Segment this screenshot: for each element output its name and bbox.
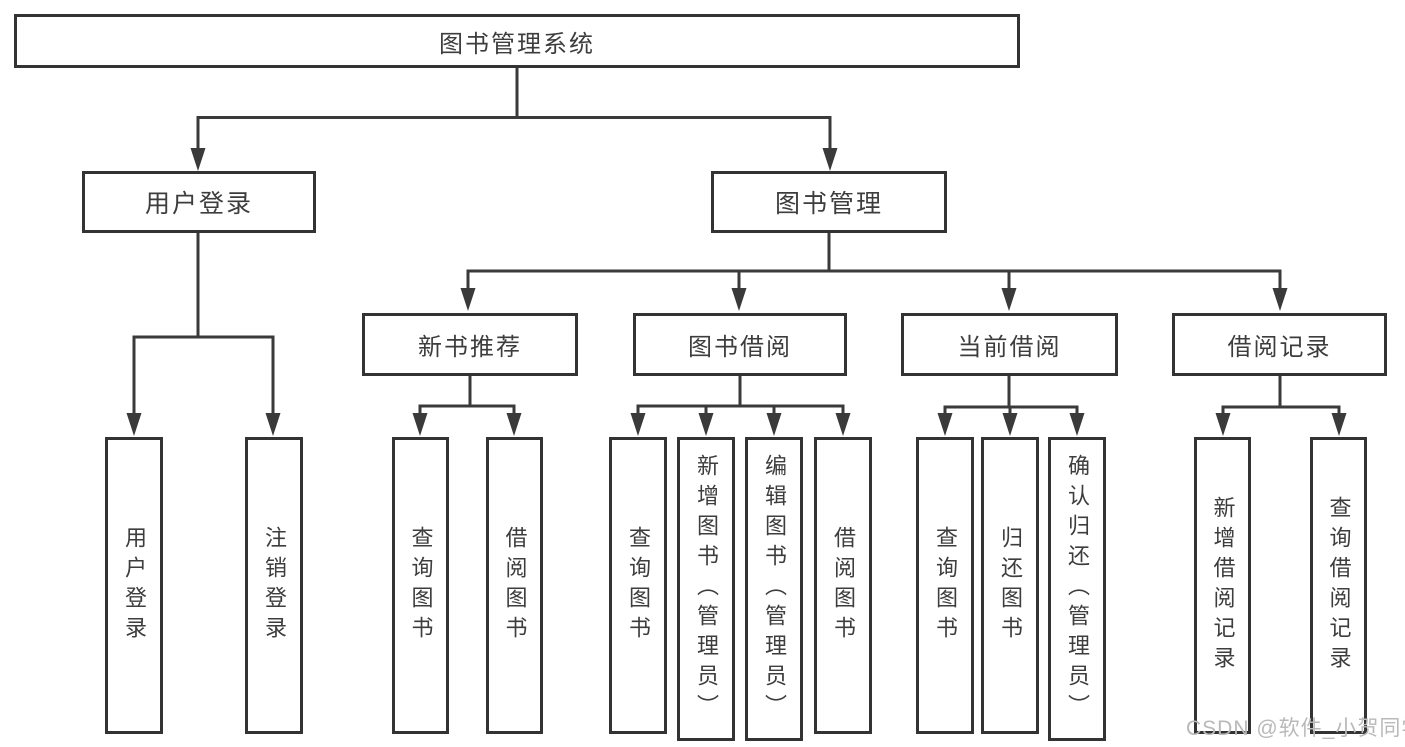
node-library-system: 图书管理系统	[14, 14, 1020, 68]
leaf-add-books-admin-label: 新增图书（管理员）	[694, 454, 719, 724]
leaf-query-borrow-record-label: 查询借阅记录	[1326, 495, 1352, 676]
leaf-borrow-books-recommend: 借阅图书	[486, 437, 543, 734]
node-book-management: 图书管理	[711, 171, 947, 233]
leaf-edit-books-admin: 编辑图书（管理员）	[745, 437, 803, 741]
node-library-system-label: 图书管理系统	[439, 30, 595, 58]
leaf-borrow-books-label: 借阅图书	[831, 525, 856, 646]
leaf-query-books-current-label: 查询图书	[933, 525, 958, 646]
leaf-query-books-borrow: 查询图书	[609, 437, 667, 734]
node-current-borrow: 当前借阅	[901, 313, 1118, 376]
leaf-user-login-label: 用户登录	[122, 525, 147, 646]
leaf-query-books-current: 查询图书	[916, 437, 974, 734]
node-book-borrow-label: 图书借阅	[688, 334, 792, 361]
leaf-add-books-admin: 新增图书（管理员）	[677, 437, 735, 741]
leaf-confirm-return-admin: 确认归还（管理员）	[1048, 437, 1106, 741]
node-new-book-recommend: 新书推荐	[362, 313, 578, 376]
node-current-borrow-label: 当前借阅	[957, 334, 1062, 361]
leaf-query-books-recommend: 查询图书	[392, 437, 449, 734]
leaf-return-books: 归还图书	[981, 437, 1039, 734]
node-new-book-recommend-label: 新书推荐	[418, 334, 522, 361]
csdn-watermark: CSDN @软件_小贺同学	[1186, 717, 1405, 740]
leaf-add-borrow-record-label: 新增借阅记录	[1210, 495, 1236, 676]
node-borrow-records: 借阅记录	[1172, 313, 1387, 376]
leaf-query-books-recommend-label: 查询图书	[408, 525, 434, 646]
node-book-management-label: 图书管理	[774, 190, 883, 218]
leaf-borrow-books-recommend-label: 借阅图书	[502, 525, 528, 646]
node-book-borrow: 图书借阅	[633, 313, 847, 376]
leaf-user-login: 用户登录	[105, 437, 163, 734]
leaf-edit-books-admin-label: 编辑图书（管理员）	[762, 454, 787, 724]
leaf-logout: 注销登录	[245, 437, 303, 734]
leaf-confirm-return-admin-label: 确认归还（管理员）	[1065, 454, 1090, 724]
node-user-login-label: 用户登录	[144, 190, 253, 218]
leaf-borrow-books: 借阅图书	[814, 437, 872, 734]
node-borrow-records-label: 借阅记录	[1227, 334, 1332, 361]
leaf-query-books-borrow-label: 查询图书	[626, 525, 651, 646]
leaf-logout-label: 注销登录	[262, 525, 287, 646]
leaf-query-borrow-record: 查询借阅记录	[1310, 437, 1367, 734]
node-user-login: 用户登录	[82, 171, 316, 233]
leaf-return-books-label: 归还图书	[998, 525, 1023, 646]
leaf-add-borrow-record: 新增借阅记录	[1194, 437, 1251, 734]
